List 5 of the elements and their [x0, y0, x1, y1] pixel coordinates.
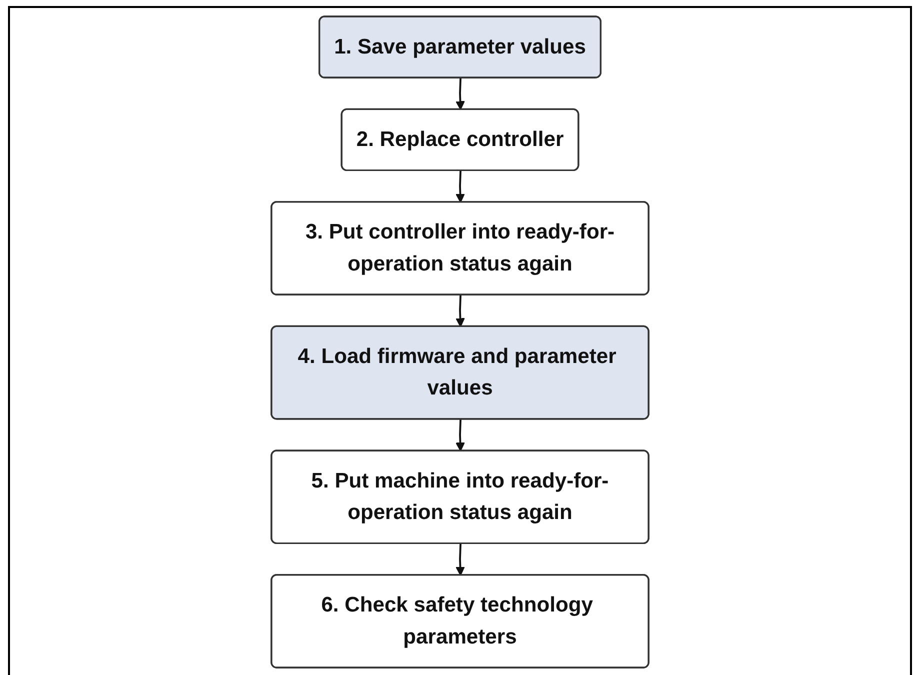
arrow	[456, 170, 465, 203]
arrow	[456, 295, 465, 328]
arrow	[456, 544, 465, 576]
arrow	[456, 78, 465, 110]
arrow	[456, 419, 465, 452]
